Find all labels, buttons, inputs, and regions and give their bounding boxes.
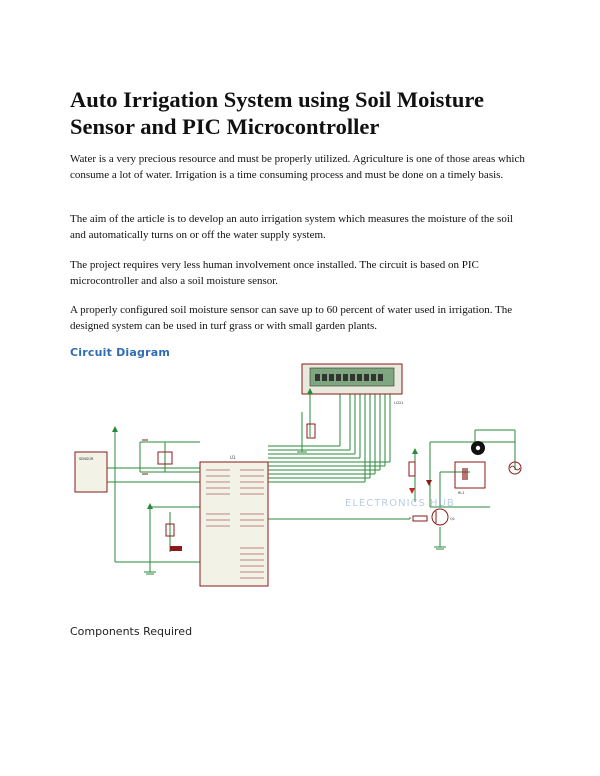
paragraph-aim: The aim of the article is to develop an … — [70, 213, 513, 241]
article-title: Auto Irrigation System using Soil Moistu… — [70, 87, 484, 139]
sensor-label: SENSOR — [79, 457, 94, 461]
paragraph-involvement: The project requires very less human inv… — [70, 259, 479, 287]
circuit-diagram-heading: Circuit Diagram — [70, 346, 170, 359]
components-required-heading: Components Required — [70, 625, 193, 638]
transistor-label: Q1 — [450, 517, 455, 521]
paragraph-savings: A properly configured soil moisture sens… — [70, 304, 513, 332]
lcd-label: LCD1 — [394, 401, 403, 405]
circuit-diagram-image: SENSOR U1 LCD1 ELECTRONICS HUB RL1 — [74, 363, 522, 587]
watermark: ELECTRONICS HUB — [345, 498, 455, 509]
mcu-label: U1 — [230, 455, 236, 460]
relay-label: RL1 — [458, 491, 465, 495]
paragraph-intro: Water is a very precious resource and mu… — [70, 153, 525, 181]
